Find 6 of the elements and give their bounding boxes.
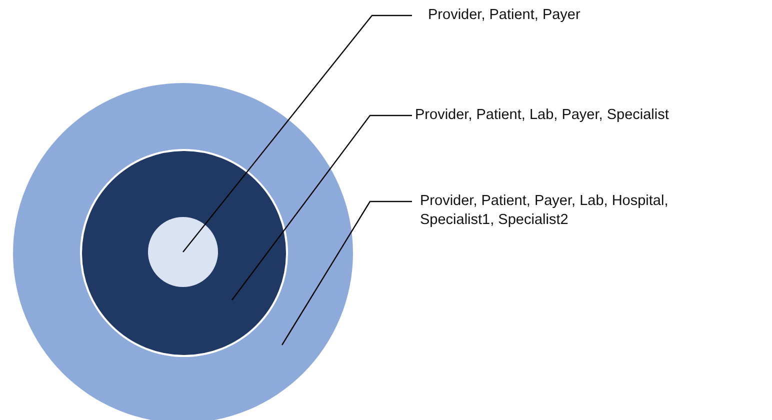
leader-line — [232, 114, 412, 300]
leader-line — [281, 200, 412, 346]
ring-label: Provider, Patient, Payer, Lab, Hospital, Specialist1, Specialist2 — [420, 192, 720, 230]
ring-label: Provider, Patient, Lab, Payer, Specialist — [415, 106, 765, 125]
ring-label: Provider, Patient, Payer — [428, 6, 728, 25]
leader-line — [182, 14, 412, 252]
